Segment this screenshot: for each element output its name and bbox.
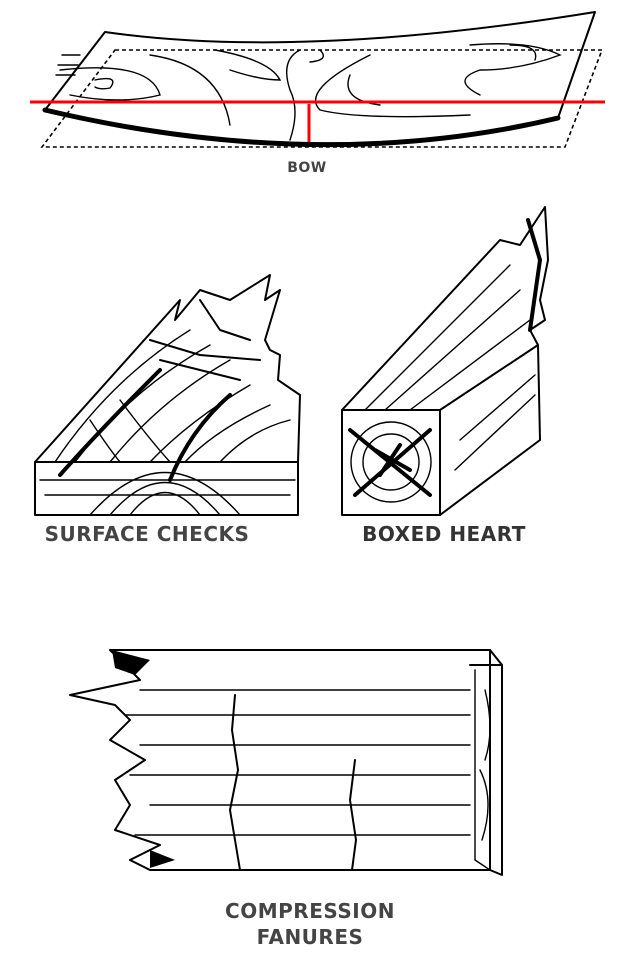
compression-failures-illustration (69, 649, 503, 876)
surface-checks-label: SURFACE CHECKS (44, 522, 250, 546)
surface-checks-illustration (34, 274, 301, 516)
bow-label: BOW (287, 160, 327, 176)
bow-reference-outline (40, 49, 604, 148)
boxed-heart-illustration (341, 206, 549, 516)
compression-failures-label: COMPRESSION FANURES (180, 898, 440, 950)
bow-illustration (30, 11, 605, 148)
compression-label-line-1: COMPRESSION (225, 899, 395, 923)
bow-grain (55, 43, 562, 141)
bow-board-edge (42, 107, 561, 148)
compression-label-line-2: FANURES (256, 925, 364, 949)
boxed-heart-label: BOXED HEART (362, 522, 526, 546)
